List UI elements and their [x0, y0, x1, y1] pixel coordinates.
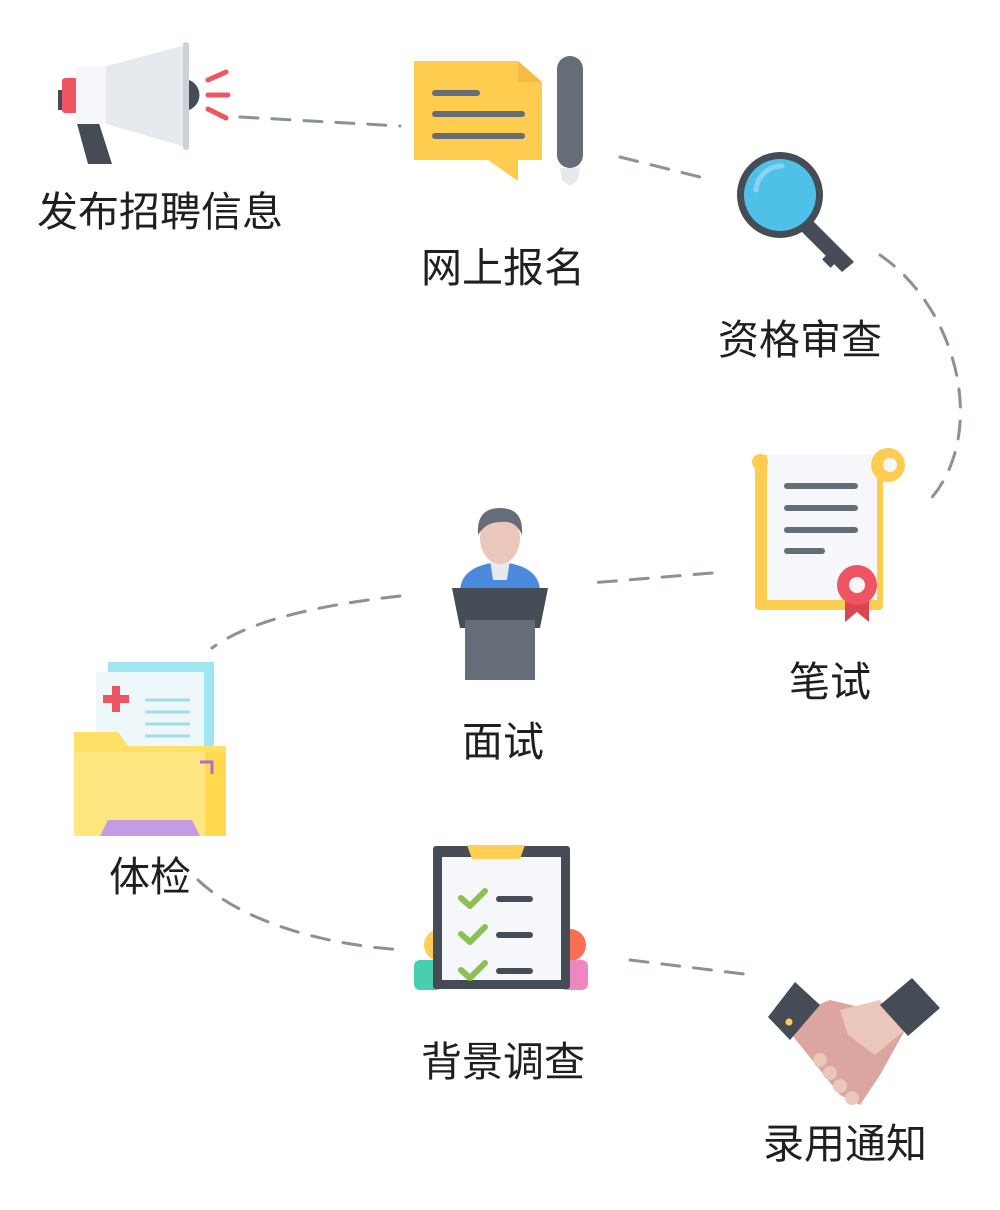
- step-label-online-apply: 网上报名: [421, 244, 585, 292]
- medical-folder-icon: [74, 662, 226, 836]
- magnifier-icon: [737, 152, 854, 272]
- connector-1-2: [238, 115, 402, 128]
- connector-6-7: [196, 878, 407, 952]
- megaphone-icon: [58, 42, 231, 164]
- step-label-background-check: 背景调查: [421, 1038, 585, 1086]
- step-label-written-exam: 笔试: [789, 658, 871, 706]
- step-label-offer-notice: 录用通知: [763, 1120, 927, 1168]
- handshake-icon: [768, 978, 940, 1105]
- clipboard-checklist-icon: [414, 845, 588, 990]
- connector-3-4: [878, 253, 962, 507]
- podium-speaker-icon: [452, 508, 548, 680]
- step-label-interview: 面试: [462, 718, 544, 766]
- step-label-publish: 发布招聘信息: [37, 188, 283, 236]
- connector-7-8: [628, 958, 754, 977]
- step-label-medical-exam: 体检: [109, 853, 191, 901]
- application-form-icon: [414, 56, 583, 186]
- connector-5-6: [210, 594, 402, 650]
- certificate-scroll-icon: [752, 448, 905, 622]
- step-label-qualification-review: 资格审查: [718, 316, 882, 364]
- connector-2-3: [618, 155, 714, 182]
- connector-4-5: [588, 571, 714, 585]
